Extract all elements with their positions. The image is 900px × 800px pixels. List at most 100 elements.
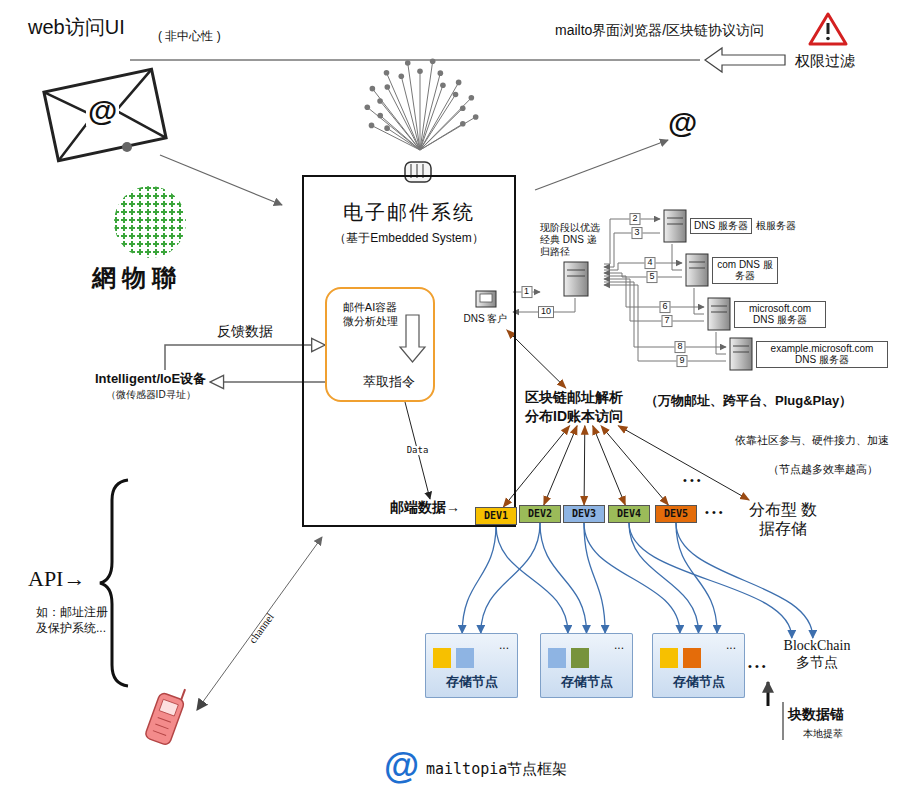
node-text: （基于Embedded System） xyxy=(304,230,514,247)
dns-server-icons xyxy=(564,262,588,296)
page-title: web访问UI xyxy=(28,14,125,41)
note-text: 依靠社区参与、硬件接力、加速 xyxy=(735,433,889,448)
note-text: 权限过滤 xyxy=(795,52,855,71)
storage-node-fill xyxy=(425,633,745,698)
channel-line xyxy=(197,537,322,710)
connector xyxy=(210,381,325,383)
storage-node-fill xyxy=(456,648,474,668)
dns-client: DNS 客户 xyxy=(458,288,513,330)
device-box: DEV1 xyxy=(475,507,517,525)
mobile-phone xyxy=(144,682,189,746)
network-burst xyxy=(420,61,433,150)
mobile-phone xyxy=(159,699,178,716)
node-text: 现阶段以优选 经典 DNS 递归路径 xyxy=(540,222,604,258)
network-burst xyxy=(401,76,420,150)
storage-node-fill xyxy=(540,633,633,698)
connector xyxy=(676,523,813,638)
node-text: 萃取指令 xyxy=(363,373,415,391)
connector xyxy=(629,523,792,638)
storage-node-fill xyxy=(652,633,745,698)
node-text: 根服务器 xyxy=(756,219,796,233)
note-text: ( 非中心性 ) xyxy=(158,28,221,45)
network-burst xyxy=(420,85,443,150)
node-text: 存储节点 xyxy=(653,673,744,691)
envelope-icon xyxy=(44,69,166,160)
dns-client-icon xyxy=(476,291,496,307)
note-text: • • • xyxy=(705,506,723,518)
network-burst xyxy=(385,84,391,90)
connector xyxy=(601,426,668,505)
note-text: 如：邮址注册 及保护系统... xyxy=(36,604,120,636)
mobile-phone xyxy=(153,717,171,735)
network-burst xyxy=(438,70,444,76)
edge-label: 10 xyxy=(538,306,554,318)
blockchain-node: BlockChain 多节点 xyxy=(775,638,859,672)
flow-arrow xyxy=(160,155,282,205)
node-text: ... xyxy=(726,638,736,652)
mail-data-label: 邮端数据→ xyxy=(390,499,460,517)
storage-node-fill xyxy=(571,648,589,668)
connector xyxy=(676,523,717,633)
node-text: ... xyxy=(499,638,509,652)
network-burst xyxy=(420,124,463,150)
node-text: （万物邮址、跨平台、Plug&Play） xyxy=(645,388,852,410)
dns-server: com DNS 服务器 xyxy=(682,252,778,288)
network-burst xyxy=(460,105,466,111)
iot-logo xyxy=(114,186,186,258)
network-burst xyxy=(420,73,440,150)
note-text: @ xyxy=(384,748,419,784)
node-text: 邮端数据→ xyxy=(390,499,460,517)
note-text: @ xyxy=(86,96,119,126)
distributed-storage: 分布型 数据存储 xyxy=(745,500,821,538)
dns-server: microsoft.com DNS 服务器 xyxy=(704,296,826,332)
device-box: DEV3 xyxy=(563,505,605,523)
node-text: 存储节点 xyxy=(541,673,632,691)
warning-sign xyxy=(827,23,830,34)
edge-label: 8 xyxy=(674,341,685,353)
note-text: 網物聯 xyxy=(92,262,182,294)
envelope-icon xyxy=(44,69,166,160)
storage-node: ...存储节点 xyxy=(540,633,633,698)
network-burst xyxy=(370,86,376,92)
connector xyxy=(604,285,726,361)
anchor-arrow xyxy=(768,682,783,740)
network-burst xyxy=(420,117,476,150)
network-burst xyxy=(420,71,421,150)
api-bracket xyxy=(100,480,128,686)
top-rule xyxy=(130,60,700,61)
node-text: DEV1 xyxy=(476,508,516,524)
mobile-phone xyxy=(144,692,185,746)
dns-server-icons xyxy=(730,338,752,370)
blockchain-resolver: 区块链邮址解析 分布ID账本访问 （万物邮址、跨平台、Plug&Play） xyxy=(525,388,852,426)
note-text: @ xyxy=(668,106,697,140)
dns-server-icons xyxy=(664,210,686,242)
dns-server: example.microsoft.com DNS 服务器 xyxy=(726,336,888,372)
edge-label: 9 xyxy=(676,355,687,367)
api-bracket xyxy=(100,480,128,686)
note-text: • • • xyxy=(683,474,701,486)
connector xyxy=(604,282,726,347)
storage-node: ...存储节点 xyxy=(425,633,518,698)
hand-icon xyxy=(405,162,431,182)
note-text: mailto界面浏览器/区块链协议访问 xyxy=(555,22,764,40)
storage-node: ... 存储节点 xyxy=(652,633,745,698)
envelope-icon xyxy=(44,69,166,160)
node-text: microsoft.com DNS 服务器 xyxy=(734,301,826,328)
node-text: DEV4 xyxy=(609,506,649,522)
network-burst xyxy=(473,114,479,120)
edge-label: 6 xyxy=(659,301,670,313)
note-text: API→ xyxy=(28,566,85,592)
connector xyxy=(672,244,682,270)
mini-globe xyxy=(122,142,132,152)
anchor-arrow xyxy=(783,702,784,740)
figure-caption: mailtopia节点框架 xyxy=(426,760,567,779)
node-text: 电子邮件系统 xyxy=(304,199,514,226)
connector xyxy=(544,426,577,505)
device-box: DEV2 xyxy=(519,505,561,523)
warning-sign xyxy=(810,14,846,44)
device-box: DEV5 xyxy=(655,505,697,523)
top-rule xyxy=(705,48,785,72)
anchor-arrow xyxy=(767,682,770,706)
node-text: 区块链邮址解析 分布ID账本访问 xyxy=(525,388,637,426)
